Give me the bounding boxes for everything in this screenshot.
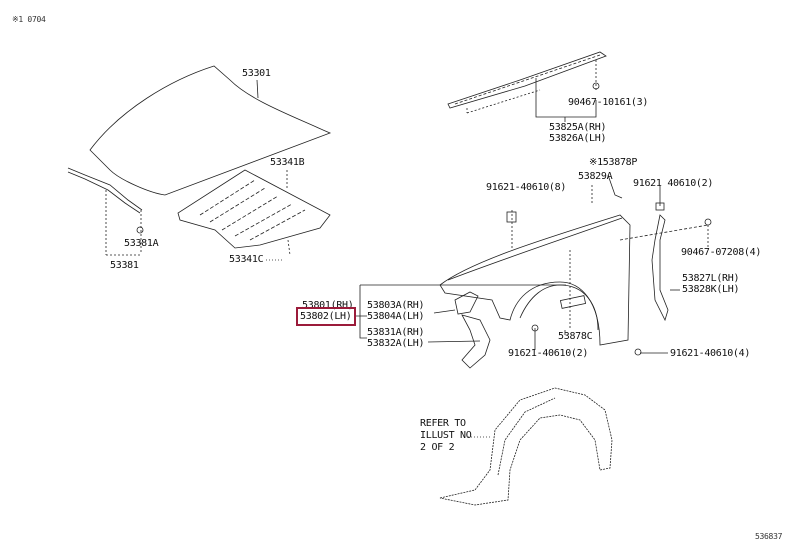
part-label-bolt-4[interactable]: 91621-40610(4) [670,348,751,359]
bracket-part [454,291,479,315]
part-label-clip-4[interactable]: 90467-07208(4) [681,247,762,258]
part-label-bracket-rh[interactable]: 53803A(RH) [367,300,425,311]
part-label-pad-c[interactable]: 53878C [558,331,593,342]
part-label-seal-rh[interactable]: 53827L(RH) [682,273,740,284]
fender-part [439,214,631,346]
part-label-fender-pad[interactable]: 53829A [578,171,613,182]
part-label-fender-rh[interactable]: 53801(RH) [302,300,354,311]
part-label-cowl-clip[interactable]: 90467-10161(3) [568,97,649,108]
part-label-insulator-clip[interactable]: 53341C [229,254,264,265]
brace-part [461,314,491,369]
part-label-hood-insulator[interactable]: 53341B [270,157,305,168]
part-label-hood-seal[interactable]: 53381 [110,260,139,271]
hood-part [89,65,332,196]
diagram-id: 536837 [755,532,783,541]
part-label-protector-note[interactable]: ※153878P [589,157,638,168]
part-label-bracket-lh[interactable]: 53804A(LH) [367,311,425,322]
refer-note-line-3: 2 OF 2 [420,442,455,453]
part-label-hood[interactable]: 53301 [242,68,271,79]
part-label-cowl-seal-rh[interactable]: 53825A(RH) [549,122,607,133]
fender-seal-part [651,214,669,322]
hood-insulator-part [177,169,331,249]
part-label-cowl-seal-lh[interactable]: 53826A(LH) [549,133,607,144]
hood-seal-part [67,167,143,214]
part-label-bolt-8[interactable]: 91621-40610(8) [486,182,567,193]
part-label-hood-seal-clip[interactable]: 53381A [124,238,159,249]
part-label-brace-lh[interactable]: 53832A(LH) [367,338,425,349]
part-label-seal-lh[interactable]: 53828K(LH) [682,284,740,295]
header-note: ※1 0704 [12,15,46,24]
cowl-seal-part [447,51,607,109]
part-label-bolt-2-bottom[interactable]: 91621-40610(2) [508,348,589,359]
part-label-brace-rh[interactable]: 53831A(RH) [367,327,425,338]
fender-liner-part [439,387,613,506]
refer-note-line-1: REFER TO [420,418,466,429]
refer-note-line-2: ILLUST NO [420,430,472,441]
part-label-fender-lh-highlighted[interactable]: 53802(LH) [296,307,356,326]
part-label-bolt-2-top[interactable]: 91621 40610(2) [633,178,714,189]
